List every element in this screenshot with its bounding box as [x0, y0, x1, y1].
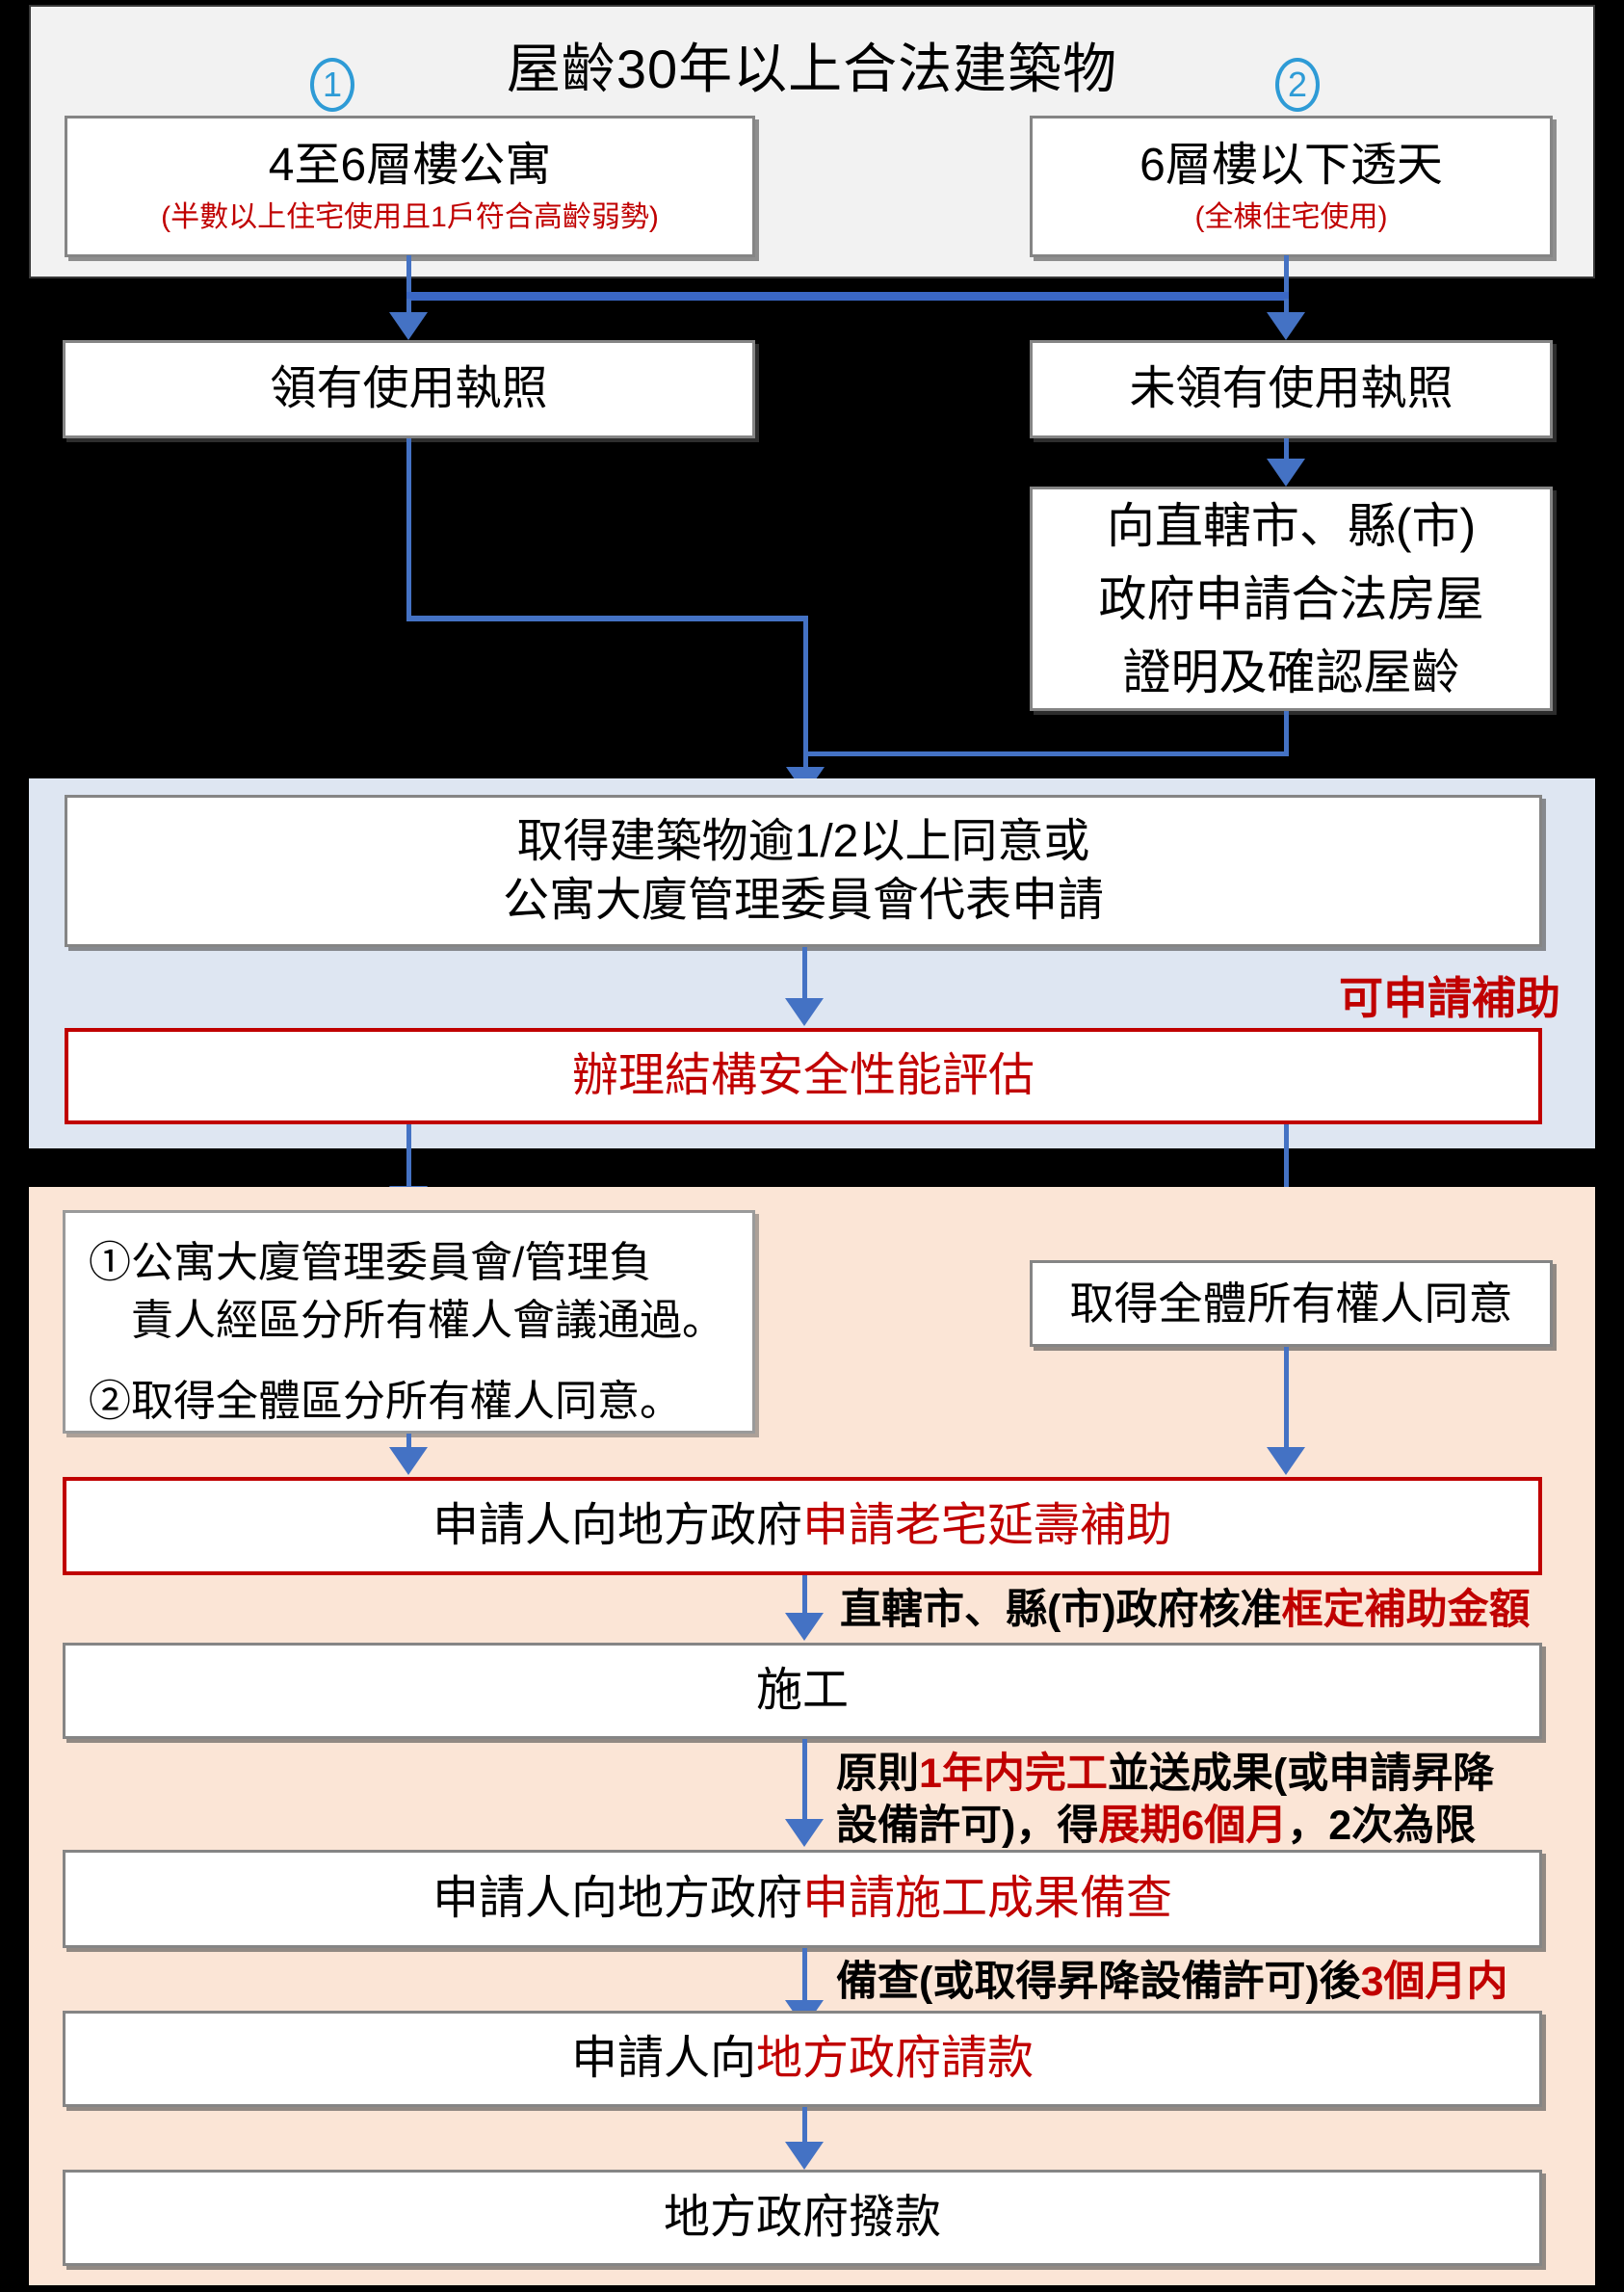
report-completion-box: 申請人向地方政府申請施工成果備查 [63, 1850, 1542, 1948]
apartment-box-title: 4至6層樓公寓 [268, 139, 552, 191]
unlicensed-box: 未領有使用執照 [1030, 340, 1553, 438]
badge-2-number: 2 [1287, 65, 1308, 104]
report-red-text: 申請施工成果備查 [802, 1873, 1173, 1925]
connector-line [406, 1434, 411, 1453]
connector-line [802, 2107, 807, 2146]
connector-line [406, 1124, 411, 1192]
arrow-down-icon [785, 1613, 824, 1641]
connector-line [1284, 1347, 1289, 1451]
committee-consent-line3: ②取得全體區分所有權人同意。 [89, 1378, 682, 1425]
connector-line [406, 255, 411, 299]
arrow-down-icon [389, 1447, 428, 1475]
request-label-black-text: 備查(或取得昇降設備許可)後 [836, 1959, 1361, 2005]
owners-consent-label: 取得全體所有權人同意 [1069, 1278, 1513, 1329]
apartment-box-condition: (半數以上住宅使用且1戶符合高齡弱勢) [161, 200, 659, 233]
apply-subsidy-box: 申請人向地方政府申請老宅延壽補助 [63, 1477, 1542, 1575]
approve-label-red-text: 框定補助金額 [1281, 1587, 1531, 1633]
apply-subsidy-black-text: 申請人向地方政府 [432, 1500, 802, 1552]
connector-line [406, 438, 411, 621]
deadline-line1-red-text: 1年内完工 [919, 1751, 1108, 1797]
connector-line [406, 292, 1289, 301]
connector-line [406, 616, 808, 621]
deadline-label-line1: 原則1年内完工並送成果(或申請昇降 [836, 1748, 1494, 1800]
approve-amount-label: 直轄市、縣(市)政府核准框定補助金額 [840, 1584, 1531, 1636]
evaluation-box-label: 辦理結構安全性能評估 [571, 1050, 1035, 1102]
deadline-line2-black1-text: 設備許可)，得 [836, 1803, 1099, 1849]
connector-line [1284, 438, 1289, 461]
deadline-line1-black1-text: 原則 [836, 1751, 919, 1797]
arrow-down-icon [1267, 312, 1305, 340]
connector-line [803, 751, 808, 771]
disbursement-label: 地方政府撥款 [663, 2192, 941, 2244]
apartment-box: 4至6層樓公寓 (半數以上住宅使用且1戶符合高齡弱勢) [65, 116, 755, 257]
page-title: 屋齡30年以上合法建築物 [506, 39, 1118, 99]
report-black-text: 申請人向地方政府 [432, 1873, 802, 1925]
arrow-down-icon [785, 998, 824, 1026]
proof-box: 向直轄市、縣(市) 政府申請合法房屋 證明及確認屋齡 [1030, 487, 1553, 711]
approve-label-black-text: 直轄市、縣(市)政府核准 [840, 1587, 1282, 1633]
subsidy-note-label: 可申請補助 [1339, 973, 1560, 1023]
townhouse-box: 6層樓以下透天 (全棟住宅使用) [1030, 116, 1553, 257]
request-label-red-text: 3個月内 [1360, 1959, 1508, 2005]
consent-box: 取得建築物逾1/2以上同意或 公寓大廈管理委員會代表申請 [65, 795, 1542, 947]
consent-box-line2: 公寓大廈管理委員會代表申請 [502, 875, 1104, 926]
payment-deadline-label: 備查(或取得昇降設備許可)後3個月内 [836, 1956, 1508, 2008]
construction-box-label: 施工 [755, 1665, 849, 1717]
proof-box-line1: 向直轄市、縣(市) [1106, 498, 1477, 553]
payment-request-box: 申請人向地方政府請款 [63, 2011, 1542, 2107]
connector-line [802, 947, 807, 1001]
payment-red-text: 地方政府請款 [756, 2033, 1035, 2085]
licensed-box-label: 領有使用執照 [270, 363, 548, 415]
disbursement-box: 地方政府撥款 [63, 2170, 1542, 2266]
deadline-line2-red-text: 展期6個月 [1098, 1803, 1288, 1849]
arrow-down-icon [785, 2142, 824, 2170]
construction-box: 施工 [63, 1643, 1542, 1739]
committee-consent-box: ①公寓大廈管理委員會/管理負 責人經區分所有權人會議通過。 ②取得全體區分所有權… [63, 1210, 755, 1434]
connector-line [802, 1575, 807, 1618]
owners-consent-box: 取得全體所有權人同意 [1030, 1260, 1553, 1347]
circled-2-badge: 2 [1275, 58, 1320, 112]
committee-consent-line1: ①公寓大廈管理委員會/管理負 [89, 1239, 652, 1286]
proof-box-line3: 證明及確認屋齡 [1122, 645, 1460, 699]
committee-consent-line2: 責人經區分所有權人會議通過。 [131, 1297, 724, 1344]
connector-line [1284, 299, 1289, 316]
consent-box-line1: 取得建築物逾1/2以上同意或 [516, 815, 1090, 867]
report-completion-label: 申請人向地方政府申請施工成果備查 [432, 1869, 1172, 1928]
payment-black-text: 申請人向 [570, 2033, 756, 2085]
arrow-down-icon [785, 1819, 824, 1847]
circled-1-badge: 1 [310, 58, 354, 112]
connector-line [406, 299, 411, 316]
connector-line [803, 616, 808, 756]
deadline-label-line2: 設備許可)，得展期6個月，2次為限 [836, 1800, 1494, 1852]
evaluation-box: 辦理結構安全性能評估 [65, 1028, 1542, 1124]
apply-subsidy-label: 申請人向地方政府申請老宅延壽補助 [432, 1496, 1172, 1555]
arrow-down-icon [389, 312, 428, 340]
apply-subsidy-red-text: 申請老宅延壽補助 [802, 1500, 1173, 1552]
connector-line [1284, 255, 1289, 299]
proof-box-line2: 政府申請合法房屋 [1098, 571, 1484, 626]
connector-line [1284, 1124, 1289, 1236]
payment-request-label: 申請人向地方政府請款 [571, 2029, 1034, 2088]
badge-1-number: 1 [322, 65, 343, 104]
connector-line [1284, 711, 1289, 756]
completion-deadline-label: 原則1年内完工並送成果(或申請昇降 設備許可)，得展期6個月，2次為限 [836, 1748, 1494, 1852]
unlicensed-box-label: 未領有使用執照 [1129, 363, 1454, 415]
deadline-line1-black2-text: 並送成果(或申請昇降 [1107, 1751, 1495, 1797]
connector-line [803, 751, 1289, 756]
arrow-down-icon [1267, 459, 1305, 487]
arrow-down-icon [1267, 1447, 1305, 1475]
townhouse-box-condition: (全棟住宅使用) [1194, 200, 1388, 233]
connector-line [802, 1948, 807, 2004]
licensed-box: 領有使用執照 [63, 340, 755, 438]
deadline-line2-black2-text: ，2次為限 [1287, 1803, 1477, 1849]
connector-line [802, 1739, 807, 1824]
townhouse-box-title: 6層樓以下透天 [1139, 139, 1443, 191]
